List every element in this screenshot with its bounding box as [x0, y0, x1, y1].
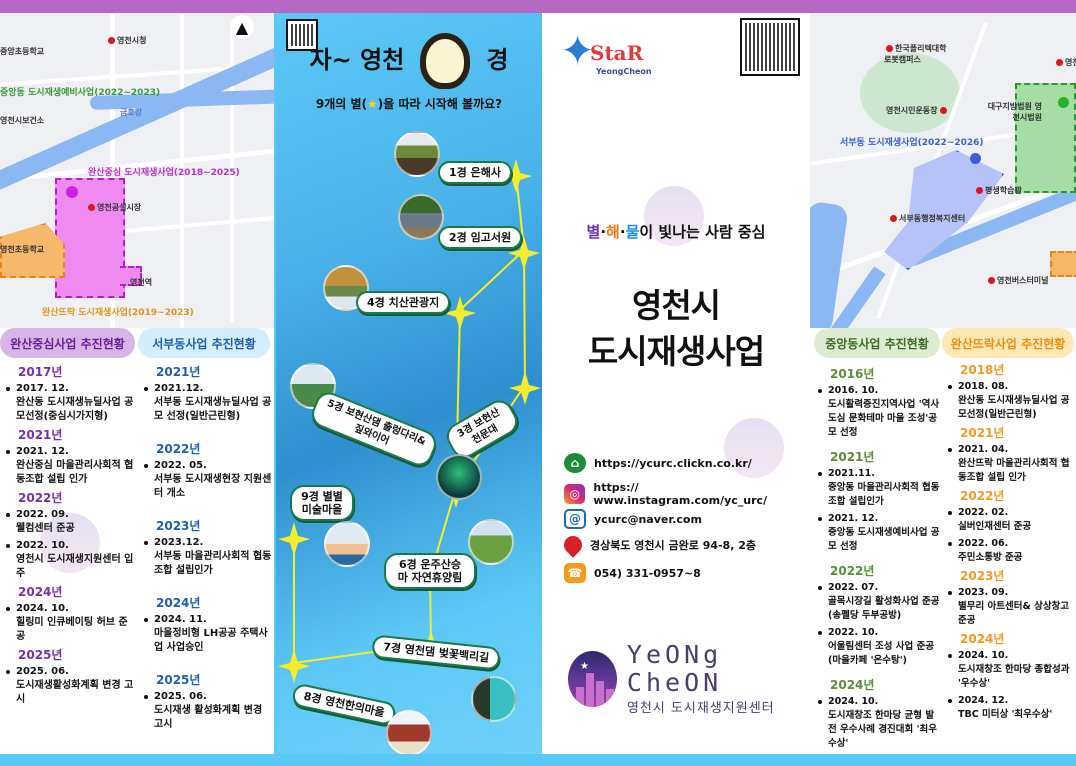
photo-art-village — [324, 521, 370, 567]
qr-code[interactable] — [286, 19, 318, 51]
instagram-icon: ◎ — [564, 484, 586, 504]
star-yeongcheon-logo: ✦ StaR YeongCheon — [560, 26, 652, 77]
photo-oriental-medicine-village — [386, 710, 432, 754]
spot-label-2: 2경 임고서원 — [438, 226, 523, 249]
map-wansan: 영천시청 중앙초등학교 영천시보건소 금호강 영천공설시장 영천초등학교 영천역… — [0, 13, 274, 328]
pin-icon — [976, 187, 983, 194]
timeline-entry: 2024. 10.힐링미 인큐베이팅 허브 준공 — [4, 602, 136, 644]
timeline-entry: 2022. 10.어울림센터 조성 사업 준공(마을카페 '온수탕') — [816, 626, 942, 668]
timeline-entry: 2022. 10.영천시 도시재생지원센터 입주 — [4, 539, 136, 581]
timeline-entry: 2022. 06.주민소통방 준공 — [946, 537, 1076, 565]
header-seobu-status: 서부동사업 추진현황 — [138, 328, 270, 358]
contact-phone[interactable]: ☎ 054) 331-0957~8 — [564, 563, 701, 583]
zone-label-seobu: 서부동 도시재생사업(2022~2026) — [840, 138, 984, 148]
header-wansan-status: 완산중심사업 추진현황 — [0, 328, 135, 358]
spot-label-1: 1경 은해사 — [438, 161, 512, 184]
nine-mascot-icon — [420, 33, 471, 89]
wansan-timeline: 2017년 2017. 12.완산동 도시재생뉴딜사업 공모선정(중심시가지형)… — [4, 361, 136, 710]
timeline-entry: 2023. 09.별무리 아트센터& 상상창고 준공 — [946, 586, 1076, 628]
timeline-entry: 2024. 10.도시재창조 한마당 종합성과 '우수상' — [946, 649, 1076, 691]
home-icon: ⌂ — [564, 453, 586, 473]
timeline-entry: 2021. 12.완산중심 마을관리사회적 협동조합 설립 인가 — [4, 445, 136, 487]
panel-divider — [274, 13, 276, 754]
header-ddeurak-status: 완산뜨락사업 추진현황 — [942, 328, 1074, 358]
timeline-entry: 2021.11.중앙동 마을관리사회적 협동조합 설립인가 — [816, 467, 942, 509]
contact-instagram[interactable]: ◎ https:// www.instagram.com/yc_urc/ — [564, 481, 810, 507]
pin-icon — [886, 45, 893, 52]
timeline-entry: 2024. 10.도시재창조 한마당 균형 발전 우수사례 경진대회 '최우수상… — [816, 695, 942, 751]
ddeurak-timeline: 2018년 2018. 08.완산동 도시재생뉴딜사업 공모선정(일반근린형) … — [946, 359, 1076, 725]
star-icon: ★ — [367, 97, 378, 111]
timeline-entry: 2024. 11.마을정비형 LH공공 주택사업 사업승인 — [142, 613, 272, 655]
timeline-entry: 2022. 07.골목시장길 활성화사업 준공(송펠당 두부공방) — [816, 581, 942, 623]
zone-wansan-center — [55, 178, 125, 298]
pin-icon — [88, 204, 95, 211]
photo-unjusan — [468, 519, 514, 565]
timeline-entry: 2021. 04.완산뜨락 마을관리사회적 협동조합 설립 인가 — [946, 443, 1076, 485]
timeline-entry: 2022. 02.실버인재센터 준공 — [946, 506, 1076, 534]
pin-icon — [1056, 59, 1063, 66]
timeline-entry: 2021.12.서부동 도시재생뉴딜사업 공모 선정(일반근린형) — [142, 382, 272, 424]
timeline-entry: 2022. 09.웰컴센터 준공 — [4, 508, 136, 536]
photo-eunhaesa — [394, 131, 440, 177]
timeline-entry: 2018. 08.완산동 도시재생뉴딜사업 공모선정(일반근린형) — [946, 380, 1076, 422]
seobu-timeline: 2021년 2021.12.서부동 도시재생뉴딜사업 공모 선정(일반근린형) … — [142, 361, 272, 735]
photo-imgoseowon — [398, 194, 444, 240]
top-bar — [0, 0, 1076, 13]
email-icon: @ — [564, 509, 586, 529]
zone-label-jungang: 중앙동 도시재생예비사업(2022~2023) — [0, 88, 161, 98]
timeline-entry: 2025. 06.도시재생활성화계획 변경 고시 — [4, 665, 136, 707]
panel-jungang-ddeurak: 한국폴리텍대학 로봇캠퍼스 영천시민운동장 대구지방법원 영천시법원 평생학습관… — [810, 13, 1076, 754]
header-jungang-status: 중앙동사업 추진현황 — [814, 328, 940, 358]
north-arrow-icon: ▲ — [230, 15, 254, 39]
nine-scenery-subtitle: 9개의 별(★)을 따라 시작해 볼까요? — [315, 97, 503, 111]
pin-icon — [108, 37, 115, 44]
timeline-entry: 2016. 10.도시활력증진지역사업 '역사도심 문화테마 마을 조성'공모 … — [816, 384, 942, 440]
contact-email[interactable]: @ ycurc@naver.com — [564, 509, 702, 529]
location-pin-icon — [560, 532, 586, 558]
contact-address: 경상북도 영천시 금완로 94-8, 2층 — [560, 532, 756, 558]
panel-cover: ✦ StaR YeongCheon 별·해·물이 빛나는 사람 중심 영천시 도… — [542, 13, 810, 754]
spot-label-4: 4경 치산관광지 — [356, 291, 451, 314]
phone-icon: ☎ — [564, 563, 586, 583]
pin-icon — [890, 215, 897, 222]
pin-icon — [939, 107, 947, 114]
slogan: 별·해·물이 빛나는 사람 중심 — [586, 223, 766, 241]
qr-code[interactable] — [740, 18, 800, 76]
spot-label-9: 9경 별별 미술마을 — [290, 485, 354, 521]
zone-label-wansan-center: 완산중심 도시재생사업(2018~2025) — [88, 168, 240, 178]
panel-wansan-seobu: 영천시청 중앙초등학교 영천시보건소 금호강 영천공설시장 영천초등학교 영천역… — [0, 13, 274, 754]
zone-label-wansan-ddeurak: 완산뜨락 도시재생사업(2019~2023) — [42, 308, 194, 318]
bottom-bar — [0, 754, 1076, 766]
photo-yeongcheon-dam — [471, 676, 517, 722]
map-seobu: 한국폴리텍대학 로봇캠퍼스 영천시민운동장 대구지방법원 영천시법원 평생학습관… — [810, 13, 1076, 328]
photo-observatory — [436, 454, 482, 500]
timeline-entry: 2025. 06.도시재생 활성화계획 변경 고시 — [142, 690, 272, 732]
zone-ddeurak — [1050, 251, 1076, 277]
timeline-entry: 2017. 12.완산동 도시재생뉴딜사업 공모선정(중심시가지형) — [4, 382, 136, 424]
regeneration-center-logo: ★ YeONg CheON 영천시 도시재생지원센터 — [568, 641, 810, 716]
timeline-entry: 2023.12.서부동 마을관리사회적 협동조합 설립인가 — [142, 536, 272, 578]
timeline-entry: 2022. 05.서부동 도시재생현장 지원센터 개소 — [142, 459, 272, 501]
pin-icon — [988, 277, 995, 284]
timeline-entry: 2024. 12.TBC 미터상 '최우수상' — [946, 694, 1076, 722]
contact-website[interactable]: ⌂ https://ycurc.clickn.co.kr/ — [564, 453, 752, 473]
main-title: 영천시 도시재생사업 — [587, 286, 765, 371]
city-skyline-icon: ★ — [568, 650, 617, 707]
timeline-entry: 2021. 12.중앙동 도시재생예비사업 공모 선정 — [816, 512, 942, 554]
jungang-timeline: 2016년 2016. 10.도시활력증진지역사업 '역사도심 문화테마 마을 … — [816, 363, 942, 754]
spot-label-6: 6경 운주산승마 자연휴양림 — [384, 553, 476, 589]
